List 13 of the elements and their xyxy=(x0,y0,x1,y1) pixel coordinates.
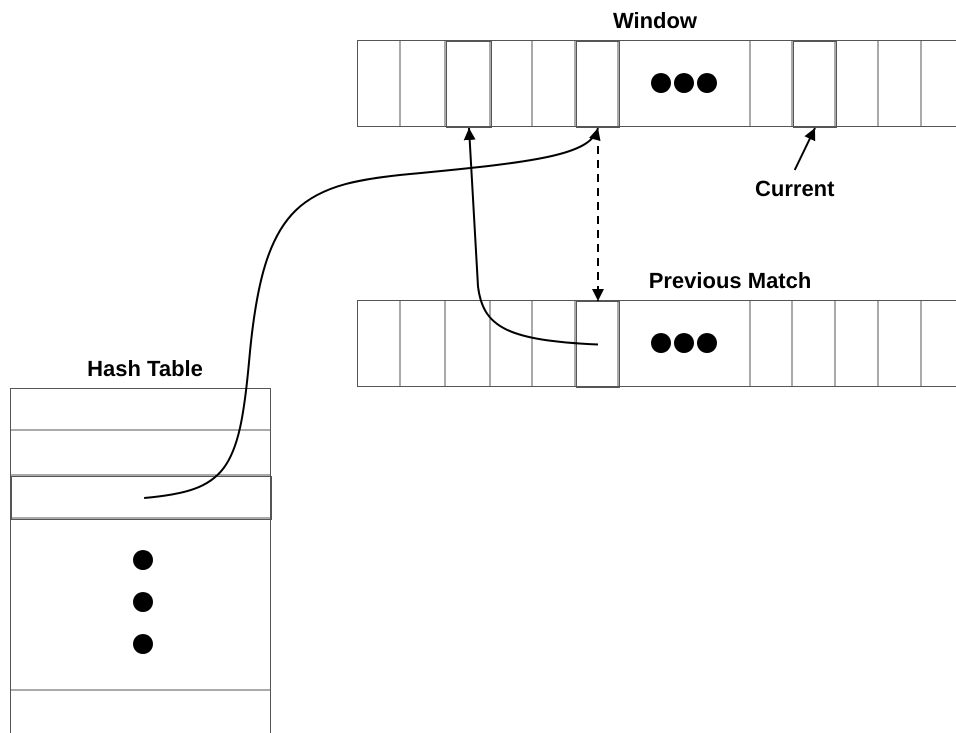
array-cell xyxy=(793,41,837,128)
pointer-label: Current xyxy=(755,176,834,201)
arrow xyxy=(144,128,599,499)
table-row xyxy=(11,476,272,520)
arrow xyxy=(794,128,816,170)
table-label: Hash Table xyxy=(87,356,203,382)
array-label: Window xyxy=(612,8,698,34)
array-cell xyxy=(576,301,620,388)
array-cell xyxy=(576,41,620,128)
array-cell xyxy=(446,41,492,128)
arrow xyxy=(592,146,604,301)
arrow xyxy=(464,128,598,346)
array-label: Previous Match xyxy=(648,268,812,294)
